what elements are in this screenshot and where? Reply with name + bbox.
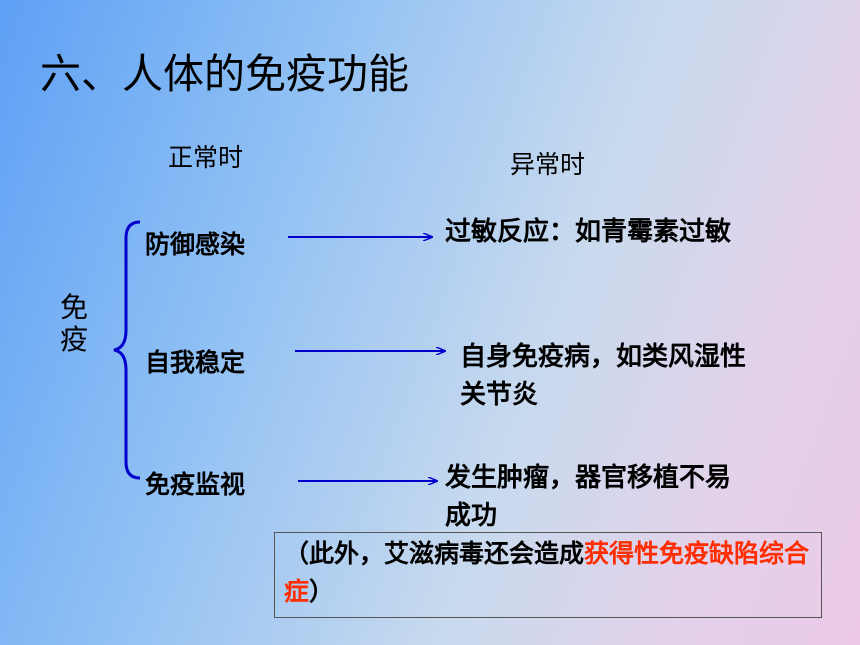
slide-title: 六、人体的免疫功能 [40, 50, 409, 98]
left-curly-brace-icon [113, 220, 141, 480]
result-autoimmune-line2: 关节炎 [460, 380, 539, 410]
note-text: （此外，艾滋病毒还会造成获得性免疫缺陷综合症） [284, 535, 819, 611]
note-prefix: （此外，艾滋病毒还会造成 [284, 539, 585, 568]
note-suffix: ） [309, 577, 335, 606]
column-header-abnormal: 异常时 [510, 150, 586, 179]
note-box [274, 532, 822, 618]
result-tumor-line2: 成功 [445, 501, 498, 531]
function-surveillance: 免疫监视 [145, 470, 246, 499]
root-concept: 免疫 [60, 291, 89, 356]
note-highlight: 获得性免疫缺陷综合症 [284, 539, 810, 606]
result-autoimmune-line1: 自身免疫病，如类风湿性 [460, 342, 747, 372]
function-defense: 防御感染 [145, 230, 246, 259]
function-stability: 自我稳定 [145, 348, 246, 377]
result-tumor-line1: 发生肿瘤，器官移植不易 [445, 463, 732, 493]
column-header-normal: 正常时 [168, 143, 244, 172]
result-allergy: 过敏反应：如青霉素过敏 [445, 217, 732, 247]
